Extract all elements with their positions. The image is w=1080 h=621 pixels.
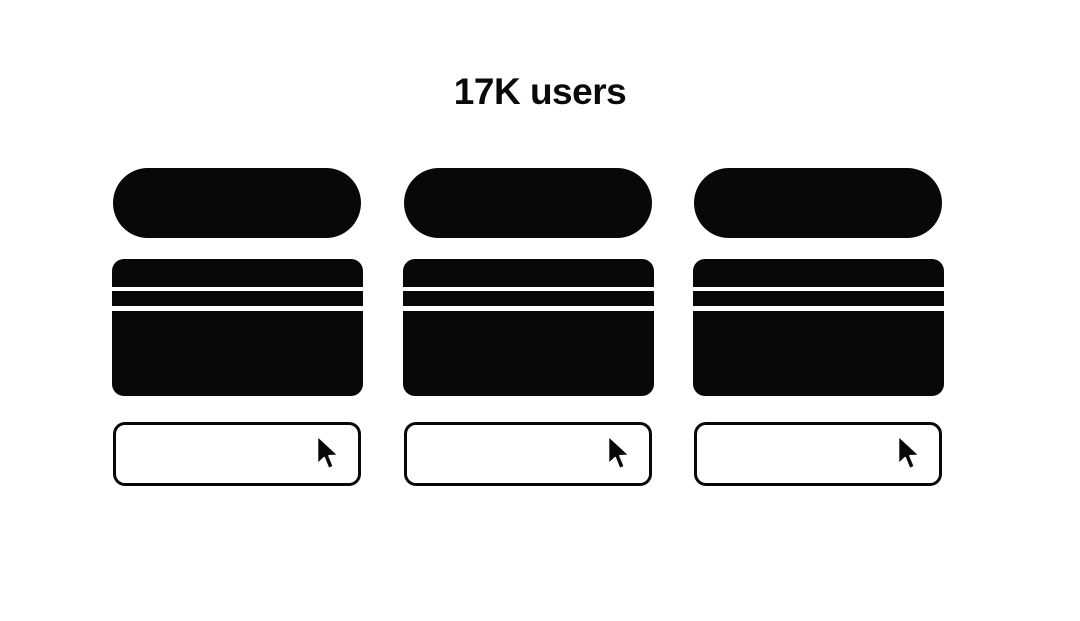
card-header-band — [112, 259, 363, 287]
card-body-band — [403, 311, 654, 396]
page-title: 17K users — [453, 71, 627, 112]
outlined-button[interactable] — [694, 422, 942, 486]
card-stripe-band — [112, 291, 363, 306]
pill-placeholder — [113, 168, 361, 238]
pill-placeholder — [694, 168, 942, 238]
card-header-band — [693, 259, 944, 287]
card-body-band — [693, 311, 944, 396]
placeholder-column-2 — [403, 168, 654, 488]
outlined-button[interactable] — [113, 422, 361, 486]
outlined-button[interactable] — [404, 422, 652, 486]
arrow-pointer-icon — [315, 435, 341, 471]
pill-placeholder — [404, 168, 652, 238]
card-stripe-band — [693, 291, 944, 306]
card-body-band — [112, 311, 363, 396]
card-header-band — [403, 259, 654, 287]
striped-card-placeholder — [693, 259, 944, 396]
arrow-pointer-icon — [606, 435, 632, 471]
placeholder-column-1 — [112, 168, 363, 488]
striped-card-placeholder — [403, 259, 654, 396]
striped-card-placeholder — [112, 259, 363, 396]
card-stripe-band — [403, 291, 654, 306]
placeholder-column-3 — [693, 168, 944, 488]
arrow-pointer-icon — [896, 435, 922, 471]
